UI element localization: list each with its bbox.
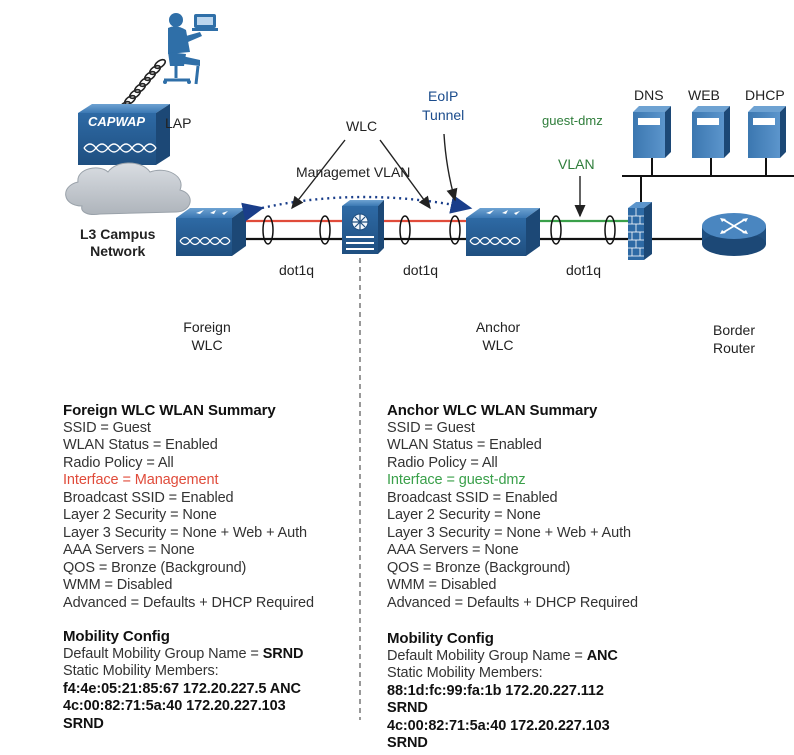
- core-switch-device: [342, 200, 384, 254]
- anchor-line: Broadcast SSID = Enabled: [387, 489, 558, 506]
- dns-label: DNS: [634, 87, 664, 103]
- anchor-line: Radio Policy = All: [387, 454, 498, 471]
- anchor-mobility-config: Mobility Config Default Mobility Group N…: [387, 630, 687, 753]
- foreign-member-2: 4c:00:82:71:5a:40 172.20.227.103: [63, 698, 286, 714]
- foreign-line: SSID = Guest: [63, 419, 151, 436]
- management-vlan-label: Managemet VLAN: [296, 164, 411, 180]
- anchor-mobility-group: Default Mobility Group Name = ANC: [387, 648, 687, 666]
- foreign-mobility-config: Mobility Config Default Mobility Group N…: [63, 628, 358, 733]
- foreign-interface-line: Interface = Management: [63, 472, 219, 488]
- web-server-icon: [692, 106, 730, 158]
- anchor-member-2: 4c:00:82:71:5a:40 172.20.227.103: [387, 717, 610, 734]
- anchor-mobility-group-label: Default Mobility Group Name =: [387, 647, 587, 664]
- foreign-line: Broadcast SSID = Enabled: [63, 489, 234, 506]
- anchor-wlc-device: [466, 208, 540, 256]
- dot1q-label-2: dot1q: [403, 262, 439, 278]
- anchor-line: SSID = Guest: [387, 419, 475, 436]
- anchor-line: WLAN Status = Enabled: [387, 437, 542, 453]
- dhcp-label: DHCP: [745, 87, 785, 103]
- eoip-label: EoIP: [428, 88, 459, 104]
- foreign-member-2-group: SRND: [63, 715, 104, 732]
- anchor-line: Layer 3 Security = None + Web + Auth: [387, 524, 631, 541]
- foreign-wlan-summary: Foreign WLC WLAN Summary SSID = Guest WL…: [63, 402, 353, 612]
- anchor-line: AAA Servers = None: [387, 542, 519, 558]
- campus-cloud-icon: [65, 162, 191, 215]
- anchor-line: Layer 2 Security = None: [387, 507, 541, 523]
- user-at-workstation-icon: [163, 13, 218, 85]
- wireless-link-icon: [118, 58, 167, 112]
- anchor-member-1-group: SRND: [387, 700, 428, 716]
- capwap-label: CAPWAP: [88, 114, 146, 129]
- anchor-member-1: 88:1d:fc:99:fa:1b 172.20.227.112: [387, 682, 604, 699]
- campus-network-label: L3 Campus Network: [80, 226, 156, 259]
- tunnel-label: Tunnel: [422, 107, 465, 123]
- foreign-static-members-label: Static Mobility Members:: [63, 663, 219, 679]
- anchor-line: QOS = Bronze (Background): [387, 559, 571, 576]
- foreign-line: WLAN Status = Enabled: [63, 437, 218, 453]
- wlc-label: WLC: [346, 118, 378, 134]
- border-router-caption: Border Router: [712, 322, 756, 356]
- annotation-arrows: [291, 133, 586, 218]
- anchor-line: WMM = Disabled: [387, 577, 497, 593]
- foreign-line: Advanced = Defaults + DHCP Required: [63, 594, 314, 611]
- dhcp-server-icon: [748, 106, 786, 158]
- dot1q-label-1: dot1q: [279, 262, 315, 278]
- foreign-member-1: f4:4e:05:21:85:67 172.20.227.5 ANC: [63, 680, 301, 697]
- foreign-mobility-group-value: SRND: [262, 645, 304, 662]
- anchor-line: Advanced = Defaults + DHCP Required: [387, 594, 638, 611]
- eoip-tunnel-arc: [241, 194, 473, 222]
- web-label: WEB: [688, 87, 720, 103]
- foreign-mobility-title: Mobility Config: [63, 628, 170, 645]
- guest-dmz-label: guest-dmz: [542, 113, 603, 128]
- foreign-line: Layer 2 Security = None: [63, 507, 217, 523]
- foreign-line: WMM = Disabled: [63, 577, 173, 593]
- anchor-wlan-summary: Anchor WLC WLAN Summary SSID = Guest WLA…: [387, 402, 687, 612]
- border-router-icon: [702, 213, 766, 256]
- foreign-mobility-group-label: Default Mobility Group Name =: [63, 645, 263, 662]
- dot1q-label-3: dot1q: [566, 262, 602, 278]
- foreign-line: AAA Servers = None: [63, 542, 195, 558]
- anchor-static-members-label: Static Mobility Members:: [387, 665, 543, 681]
- lap-label: LAP: [165, 115, 192, 131]
- foreign-line: Radio Policy = All: [63, 454, 174, 471]
- dns-server-icon: [633, 106, 671, 158]
- anchor-mobility-title: Mobility Config: [387, 630, 494, 647]
- foreign-wlc-device: [176, 208, 246, 256]
- foreign-line: Layer 3 Security = None + Web + Auth: [63, 524, 307, 541]
- anchor-mobility-group-value: ANC: [586, 647, 618, 664]
- firewall-icon: [628, 202, 652, 260]
- access-point-icon: [78, 104, 170, 165]
- foreign-line: QOS = Bronze (Background): [63, 559, 247, 576]
- foreign-summary-title: Foreign WLC WLAN Summary: [63, 402, 276, 419]
- vlan-label: VLAN: [558, 156, 595, 172]
- anchor-member-2-group: SRND: [387, 735, 428, 751]
- anchor-interface-line: Interface = guest-dmz: [387, 472, 526, 488]
- foreign-mobility-group: Default Mobility Group Name = SRND: [63, 646, 358, 664]
- foreign-wlc-caption: Foreign WLC: [183, 319, 231, 353]
- anchor-wlc-caption: Anchor WLC: [475, 319, 521, 353]
- anchor-summary-title: Anchor WLC WLAN Summary: [387, 402, 598, 419]
